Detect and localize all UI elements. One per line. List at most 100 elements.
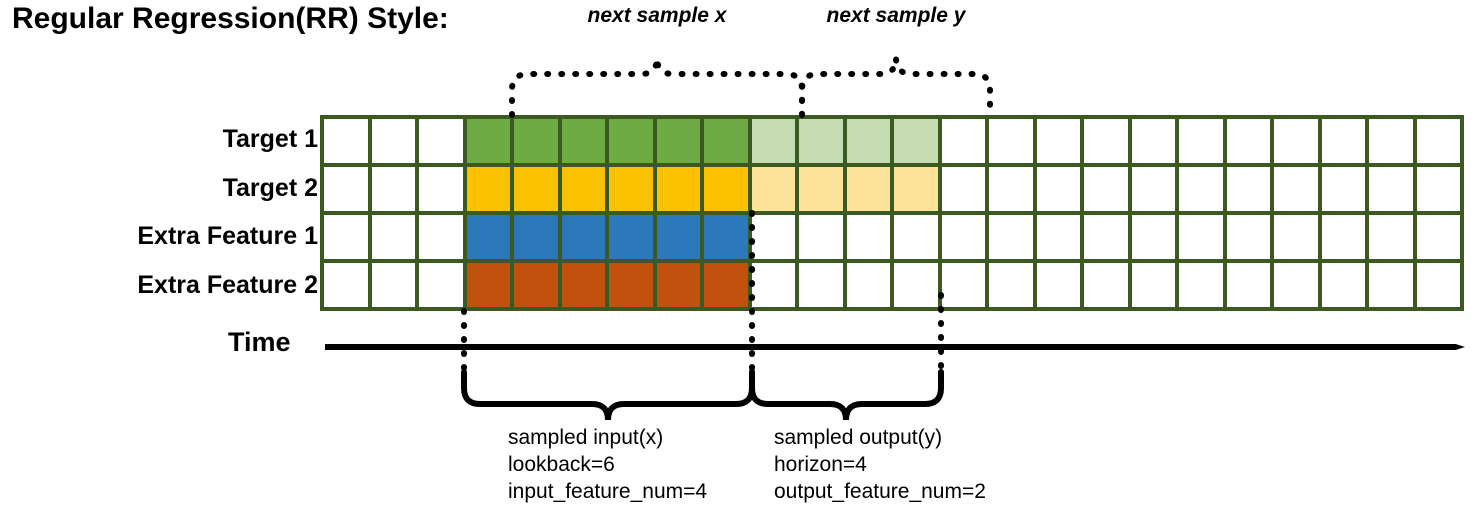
grid-cell-target-1-18[interactable] xyxy=(1131,119,1175,163)
grid-cell-target-2-11[interactable] xyxy=(799,167,843,211)
grid-cell-target-1-19[interactable] xyxy=(1179,119,1223,163)
grid-cell-extra-feature-1-19[interactable] xyxy=(1179,215,1223,259)
grid-cell-target-2-24[interactable] xyxy=(1416,167,1460,211)
grid-cell-extra-feature-2-14[interactable] xyxy=(941,263,985,307)
grid-cell-target-1-9[interactable] xyxy=(704,119,748,163)
grid-cell-target-1-12[interactable] xyxy=(846,119,890,163)
grid-cell-extra-feature-2-15[interactable] xyxy=(989,263,1033,307)
grid-cell-target-2-3[interactable] xyxy=(419,167,463,211)
grid-cell-extra-feature-2-24[interactable] xyxy=(1416,263,1460,307)
grid-cell-extra-feature-2-20[interactable] xyxy=(1226,263,1270,307)
grid-cell-extra-feature-1-4[interactable] xyxy=(466,215,510,259)
grid-cell-target-2-2[interactable] xyxy=(371,167,415,211)
grid-cell-extra-feature-1-24[interactable] xyxy=(1416,215,1460,259)
grid-cell-target-2-14[interactable] xyxy=(941,167,985,211)
grid-cell-extra-feature-1-8[interactable] xyxy=(656,215,700,259)
grid-cell-target-2-1[interactable] xyxy=(324,167,368,211)
grid-cell-extra-feature-1-21[interactable] xyxy=(1274,215,1318,259)
grid-cell-extra-feature-1-15[interactable] xyxy=(989,215,1033,259)
row-label-target-2: Target 2 xyxy=(222,174,318,202)
grid-cell-extra-feature-2-4[interactable] xyxy=(466,263,510,307)
grid-cell-target-2-21[interactable] xyxy=(1274,167,1318,211)
grid-cell-target-1-4[interactable] xyxy=(466,119,510,163)
grid-cell-target-2-13[interactable] xyxy=(894,167,938,211)
grid-cell-target-1-24[interactable] xyxy=(1416,119,1460,163)
grid-cell-target-2-12[interactable] xyxy=(846,167,890,211)
grid-cell-target-1-15[interactable] xyxy=(989,119,1033,163)
grid-cell-extra-feature-1-12[interactable] xyxy=(846,215,890,259)
grid-cell-target-2-19[interactable] xyxy=(1179,167,1223,211)
grid-cell-target-2-23[interactable] xyxy=(1369,167,1413,211)
grid-cell-extra-feature-1-16[interactable] xyxy=(1036,215,1080,259)
grid-cell-extra-feature-2-17[interactable] xyxy=(1084,263,1128,307)
grid-cell-target-1-14[interactable] xyxy=(941,119,985,163)
grid-cell-target-2-15[interactable] xyxy=(989,167,1033,211)
grid-cell-target-1-3[interactable] xyxy=(419,119,463,163)
grid-cell-target-1-10[interactable] xyxy=(751,119,795,163)
grid-cell-target-1-22[interactable] xyxy=(1321,119,1365,163)
grid-cell-extra-feature-2-19[interactable] xyxy=(1179,263,1223,307)
grid-cell-extra-feature-2-12[interactable] xyxy=(846,263,890,307)
caption-sampled-input-line-3: input_feature_num=4 xyxy=(508,480,708,503)
grid-cell-extra-feature-1-9[interactable] xyxy=(704,215,748,259)
grid-cell-extra-feature-2-18[interactable] xyxy=(1131,263,1175,307)
grid-cell-extra-feature-1-18[interactable] xyxy=(1131,215,1175,259)
grid-cell-extra-feature-1-2[interactable] xyxy=(371,215,415,259)
grid-cell-extra-feature-2-23[interactable] xyxy=(1369,263,1413,307)
grid-cell-extra-feature-2-13[interactable] xyxy=(894,263,938,307)
grid-cell-target-1-17[interactable] xyxy=(1084,119,1128,163)
grid-cell-extra-feature-1-14[interactable] xyxy=(941,215,985,259)
grid-cell-extra-feature-2-1[interactable] xyxy=(324,263,368,307)
grid-cell-target-2-10[interactable] xyxy=(751,167,795,211)
grid-cell-target-2-18[interactable] xyxy=(1131,167,1175,211)
grid-cell-extra-feature-2-3[interactable] xyxy=(419,263,463,307)
grid-cell-target-2-9[interactable] xyxy=(704,167,748,211)
grid-cell-extra-feature-2-11[interactable] xyxy=(799,263,843,307)
grid-cell-target-1-6[interactable] xyxy=(561,119,605,163)
grid-cell-target-1-13[interactable] xyxy=(894,119,938,163)
timeline-grid xyxy=(320,115,1464,311)
grid-cell-extra-feature-2-7[interactable] xyxy=(609,263,653,307)
grid-cell-target-1-23[interactable] xyxy=(1369,119,1413,163)
grid-cell-extra-feature-2-2[interactable] xyxy=(371,263,415,307)
grid-cell-target-1-16[interactable] xyxy=(1036,119,1080,163)
grid-cell-target-1-11[interactable] xyxy=(799,119,843,163)
grid-cell-target-2-5[interactable] xyxy=(514,167,558,211)
grid-cell-target-1-7[interactable] xyxy=(609,119,653,163)
grid-cell-target-1-2[interactable] xyxy=(371,119,415,163)
grid-cell-target-2-7[interactable] xyxy=(609,167,653,211)
grid-cell-extra-feature-2-9[interactable] xyxy=(704,263,748,307)
grid-cell-extra-feature-1-6[interactable] xyxy=(561,215,605,259)
grid-cell-target-1-1[interactable] xyxy=(324,119,368,163)
grid-cell-target-2-16[interactable] xyxy=(1036,167,1080,211)
grid-cell-extra-feature-1-5[interactable] xyxy=(514,215,558,259)
grid-cell-extra-feature-1-20[interactable] xyxy=(1226,215,1270,259)
grid-cell-target-2-20[interactable] xyxy=(1226,167,1270,211)
grid-cell-target-2-8[interactable] xyxy=(656,167,700,211)
grid-cell-target-1-8[interactable] xyxy=(656,119,700,163)
grid-cell-target-1-21[interactable] xyxy=(1274,119,1318,163)
grid-cell-extra-feature-1-23[interactable] xyxy=(1369,215,1413,259)
grid-cell-extra-feature-1-10[interactable] xyxy=(751,215,795,259)
grid-cell-extra-feature-2-8[interactable] xyxy=(656,263,700,307)
row-label-target-1: Target 1 xyxy=(222,125,318,153)
grid-cell-target-2-4[interactable] xyxy=(466,167,510,211)
grid-cell-target-2-22[interactable] xyxy=(1321,167,1365,211)
grid-cell-extra-feature-2-22[interactable] xyxy=(1321,263,1365,307)
grid-cell-extra-feature-1-7[interactable] xyxy=(609,215,653,259)
grid-cell-extra-feature-1-1[interactable] xyxy=(324,215,368,259)
grid-cell-extra-feature-1-13[interactable] xyxy=(894,215,938,259)
grid-cell-extra-feature-1-17[interactable] xyxy=(1084,215,1128,259)
grid-cell-target-1-20[interactable] xyxy=(1226,119,1270,163)
grid-cell-target-1-5[interactable] xyxy=(514,119,558,163)
grid-cell-target-2-6[interactable] xyxy=(561,167,605,211)
grid-cell-extra-feature-2-5[interactable] xyxy=(514,263,558,307)
grid-cell-extra-feature-2-10[interactable] xyxy=(751,263,795,307)
grid-cell-extra-feature-2-6[interactable] xyxy=(561,263,605,307)
grid-cell-target-2-17[interactable] xyxy=(1084,167,1128,211)
grid-cell-extra-feature-1-22[interactable] xyxy=(1321,215,1365,259)
grid-cell-extra-feature-1-3[interactable] xyxy=(419,215,463,259)
grid-cell-extra-feature-2-21[interactable] xyxy=(1274,263,1318,307)
grid-cell-extra-feature-1-11[interactable] xyxy=(799,215,843,259)
grid-cell-extra-feature-2-16[interactable] xyxy=(1036,263,1080,307)
